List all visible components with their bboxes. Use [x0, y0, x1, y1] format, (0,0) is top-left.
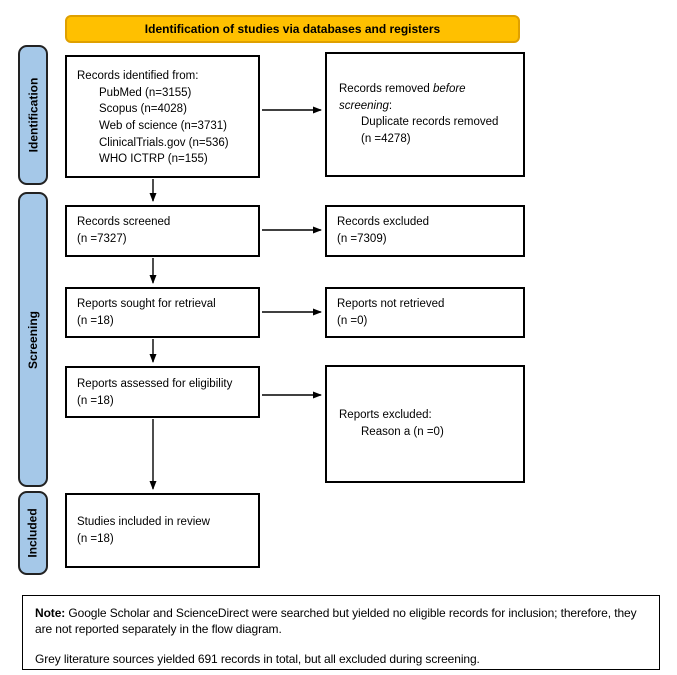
reports-assessed-count: (n =18) — [77, 394, 114, 407]
reports-excluded-item: Reason a (n =0) — [361, 425, 444, 438]
stage-identification: Identification — [18, 45, 48, 185]
reports-not-retrieved-count: (n =0) — [337, 314, 368, 327]
footnote-line-2: Grey literature sources yielded 691 reco… — [35, 652, 480, 667]
box-studies-included: Studies included in review (n =18) — [65, 493, 260, 568]
stage-screening-label: Screening — [26, 310, 40, 369]
records-identified-item: Scopus (n=4028) — [99, 103, 187, 116]
box-reports-assessed: Reports assessed for eligibility (n =18) — [65, 366, 260, 418]
box-reports-not-retrieved: Reports not retrieved (n =0) — [325, 287, 525, 338]
studies-included-line: Studies included in review — [77, 515, 210, 528]
records-identified-item: PubMed (n=3155) — [99, 86, 192, 99]
stage-included: Included — [18, 491, 48, 575]
records-removed-item: (n =4278) — [361, 133, 411, 146]
footnote-box: Note: Google Scholar and ScienceDirect w… — [22, 595, 660, 670]
records-excluded-count: (n =7309) — [337, 233, 387, 245]
reports-not-retrieved-line: Reports not retrieved — [337, 297, 445, 310]
records-screened-line: Records screened — [77, 216, 171, 229]
footnote-line-1: Note: Google Scholar and ScienceDirect w… — [35, 606, 637, 637]
reports-sought-count: (n =18) — [77, 314, 114, 327]
banner-identification-of-studies: Identification of studies via databases … — [65, 15, 520, 43]
stage-identification-label: Identification — [26, 77, 41, 153]
box-records-identified: Records identified from: PubMed (n=3155)… — [65, 55, 260, 178]
reports-assessed-line: Reports assessed for eligibility — [77, 378, 233, 390]
box-records-removed: Records removed before screening: Duplic… — [325, 52, 525, 177]
records-identified-item: ClinicalTrials.gov (n=536) — [99, 136, 229, 149]
records-removed-title: Records removed before screening: — [339, 83, 466, 112]
records-excluded-line: Records excluded — [337, 216, 430, 229]
box-reports-sought: Reports sought for retrieval (n =18) — [65, 287, 260, 338]
reports-sought-line: Reports sought for retrieval — [77, 297, 216, 310]
records-screened-count: (n =7327) — [77, 233, 127, 245]
box-records-excluded: Records excluded (n =7309) — [325, 205, 525, 257]
box-records-screened: Records screened (n =7327) — [65, 205, 260, 257]
box-reports-excluded: Reports excluded: Reason a (n =0) — [325, 365, 525, 483]
reports-excluded-title: Reports excluded: — [339, 409, 432, 421]
studies-included-count: (n =18) — [77, 532, 114, 545]
records-identified-title: Records identified from: — [77, 70, 199, 82]
records-identified-item: WHO ICTRP (n=155) — [99, 153, 208, 166]
records-removed-item: Duplicate records removed — [361, 116, 499, 129]
stage-included-label: Included — [26, 508, 40, 558]
banner-label: Identification of studies via databases … — [144, 22, 441, 36]
records-identified-item: Web of science (n=3731) — [99, 120, 227, 133]
stage-screening: Screening — [18, 192, 48, 487]
